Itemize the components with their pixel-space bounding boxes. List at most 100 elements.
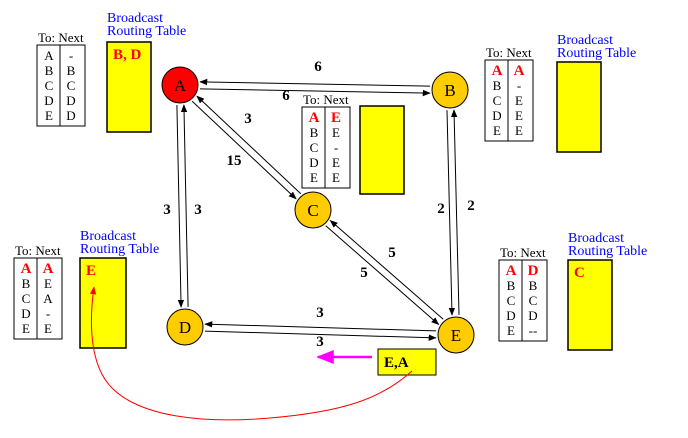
- routing-table-dest: B: [45, 63, 54, 78]
- packet-box: [377, 348, 437, 376]
- link-c-e: 55: [325, 220, 444, 325]
- routing-table-next-hop: E: [515, 108, 523, 123]
- routing-table-header: To: Next: [303, 92, 349, 107]
- routing-table-next-hop: A: [43, 291, 53, 306]
- link-arrow-c-to-e: [325, 225, 440, 325]
- link-b-e: 22: [437, 109, 475, 316]
- link-arrow-a-to-b: [199, 88, 431, 97]
- link-cost-label: 2: [437, 201, 445, 217]
- routing-table-dest: E: [310, 170, 318, 185]
- routing-table-next-hop: D: [66, 93, 75, 108]
- broadcast-title: Broadcast: [568, 231, 624, 246]
- routing-table-dest: D: [44, 93, 53, 108]
- routing-table-next-hop: B: [67, 63, 76, 78]
- link-a-c: 3 15: [191, 95, 302, 200]
- node-circle: [166, 308, 204, 346]
- link-arrow-e-to-d: [204, 321, 437, 332]
- node-circle: [437, 316, 475, 354]
- broadcast-entries: C: [574, 265, 585, 281]
- broadcast-subtitle: Routing Table: [557, 46, 636, 61]
- routing-table-next-hop: E: [332, 170, 340, 185]
- packet-layer: E,A: [89, 286, 437, 421]
- routing-table-next-hop: --: [529, 323, 538, 338]
- routing-table-next-hop: C: [67, 78, 76, 93]
- link-cost-label: 5: [388, 245, 396, 261]
- routing-table-frame: [484, 59, 534, 142]
- link-cost-label: 6: [282, 88, 290, 104]
- link-a-d: 33: [163, 104, 202, 308]
- routing-table-frame: [36, 44, 86, 127]
- link-cost-label: 6: [314, 59, 322, 75]
- routing-table-next-hop: E: [331, 110, 341, 126]
- routing-table-next-hop: E: [332, 155, 340, 170]
- routing-table-dest: D: [492, 108, 501, 123]
- routing-table-dest: C: [310, 140, 319, 155]
- routing-table-next-hop: D: [66, 108, 75, 123]
- node-label: C: [307, 201, 318, 220]
- routing-table-next-hop: E: [44, 321, 52, 336]
- broadcast-box: [556, 61, 602, 153]
- routing-table-next-hop: E: [332, 125, 340, 140]
- routing-table-dest: C: [507, 293, 516, 308]
- routing-table-frame: [301, 106, 351, 189]
- broadcast-entries: B, D: [113, 47, 142, 63]
- routing-table-dest: E: [493, 123, 501, 138]
- routing-table-header: To: Next: [38, 30, 84, 45]
- routing-table-dest: D: [506, 308, 515, 323]
- routing-table-next-hop: -: [517, 78, 521, 93]
- broadcast-box: [359, 105, 405, 195]
- broadcast-title: Broadcast: [80, 229, 136, 244]
- broadcast-title: Broadcast: [557, 33, 613, 48]
- node-circle: [431, 71, 469, 109]
- routing-table-dest: C: [22, 291, 31, 306]
- link-arrow-d-to-a: [180, 104, 189, 307]
- routing-table-dest: B: [493, 78, 502, 93]
- link-cost-label: 3: [316, 305, 324, 321]
- link-arrow-b-to-e: [446, 110, 456, 316]
- routing-table-frame: [13, 257, 63, 340]
- broadcast-subtitle: Routing Table: [568, 244, 647, 259]
- broadcast-entries: E: [86, 263, 96, 279]
- routing-table-next-hop: A: [514, 63, 525, 79]
- link-arrow-e-to-b: [450, 109, 460, 315]
- link-cost-label: 5: [360, 265, 368, 281]
- link-cost-label: 3: [316, 334, 324, 350]
- routing-table-next-hop: D: [528, 263, 539, 279]
- routing-table-dest: A: [506, 263, 517, 279]
- link-cost-label: 15: [227, 153, 242, 169]
- link-arrow-a-to-c: [191, 100, 297, 200]
- routing-table-dest: C: [45, 78, 54, 93]
- routing-table-next-hop: D: [528, 308, 537, 323]
- routing-table-dest: A: [21, 261, 32, 277]
- routing-table-dest: C: [493, 93, 502, 108]
- routing-table-next-hop: E: [515, 93, 523, 108]
- routing-table-header: To: Next: [486, 45, 532, 60]
- link-cost-label: 3: [244, 111, 252, 127]
- broadcast-box: [79, 257, 127, 349]
- routing-table-next-hop: E: [44, 276, 52, 291]
- node-e: E: [437, 316, 475, 354]
- link-arrow-a-to-d: [176, 105, 185, 308]
- routing-table-next-hop: -: [46, 306, 50, 321]
- broadcast-box: [106, 41, 152, 133]
- routing-table-header: To: Next: [500, 245, 546, 260]
- routing-table-next-hop: A: [43, 261, 54, 277]
- routing-table-dest: B: [507, 278, 516, 293]
- broadcast-title: Broadcast: [107, 11, 163, 26]
- broadcast-table-c: [359, 105, 405, 195]
- link-cost-label: 2: [467, 198, 475, 214]
- routing-table-next-hop: -: [69, 48, 73, 63]
- packet-path-curve: [89, 286, 413, 421]
- node-label: A: [174, 76, 187, 95]
- broadcast-subtitle: Routing Table: [107, 24, 186, 39]
